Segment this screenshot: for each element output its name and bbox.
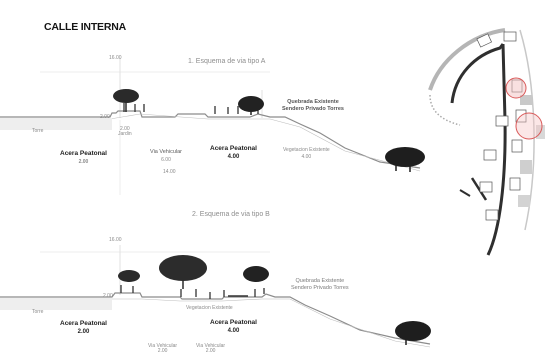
section-b-acera-left: Acera Peatonal 2.00 [60,320,107,335]
via-right-dim: 2.00 [205,348,216,354]
tree-canopy [118,270,140,282]
tree-canopy [238,96,264,112]
acera-left-label: Acera Peatonal [60,320,107,327]
acera-right-dim: 4.00 [227,153,240,160]
section-a-acera-right: Acera Peatonal 4.00 [210,145,257,160]
section-a-caption: 1. Esquema de via tipo A [188,58,266,65]
tree-canopy [159,255,207,281]
tree-canopy [243,266,269,282]
via-right-label: Via Vehicular [196,343,226,349]
quebrada-label: Quebrada Existente [287,99,339,105]
section-b-quebrada-note: Quebrada Existente Sendero Privado Torre… [291,278,349,291]
veg-dim: 4.00 [301,154,312,160]
acera-left-dim: 2.00 [78,158,89,165]
site-plan-map [428,28,545,256]
quebrada-label: Quebrada Existente [295,278,345,284]
section-a-total-width: 16.00 [109,55,122,61]
section-a-quebrada-note: Quebrada Existente Sendero Privado Torre… [282,99,344,112]
jardin-label: Jardin [118,131,132,137]
acera-left-dim: 2.00 [77,328,90,335]
section-a-acera-left: Acera Peatonal 2.00 [60,150,107,165]
section-b-total-width: 16.00 [109,237,122,243]
section-a-sub-dim: 14.00 [163,169,176,175]
jardin-dim: 2.00 [119,126,130,132]
section-b-ground-line [0,292,431,345]
section-a-torre-label: Torre [32,128,44,134]
section-b-via-left: Via Vehicular 2.00 [148,344,177,354]
section-b-figures [120,285,265,299]
section-a-veg: Vegetacion Existente 4.00 [283,148,330,160]
section-a-ground-line [0,110,421,169]
acera-right-label: Acera Peatonal [210,145,257,152]
via-dim: 6.00 [161,156,171,163]
section-b-via-right: Via Vehicular 2.00 [196,344,225,354]
section-a-figures [123,103,259,114]
highlight-circle [505,77,527,99]
via-label: Via Vehicular [150,149,183,155]
section-a-via: Via Vehicular 6.00 [150,149,183,163]
section-b-acera-right: Acera Peatonal 4.00 [210,319,257,334]
acera-right-dim: 4.00 [227,327,240,334]
section-a-jardin: 2.00 Jardin [118,127,132,137]
section-a-drawing [0,58,425,195]
section-a-dim-2: 2.00 [100,114,110,120]
tree-canopy [385,147,425,167]
acera-left-label: Acera Peatonal [60,150,107,157]
via-left-dim: 2.00 [157,348,168,354]
tree-canopy [113,89,139,103]
section-b-drawing [0,245,431,348]
section-b-caption: 2. Esquema de via tipo B [192,211,270,218]
sendero-label: Sendero Privado Torres [291,284,349,291]
veg-label: Vegetacion Existente [283,147,330,153]
page-title: CALLE INTERNA [44,21,126,33]
acera-right-label: Acera Peatonal [210,319,257,326]
tree-canopy [395,321,431,341]
highlight-circle [515,112,543,140]
section-b-torre-label: Torre [32,309,44,315]
section-b-veg: Vegetacion Existente [186,305,233,311]
section-b-dim-2: 2.00 [103,293,113,299]
sendero-label: Sendero Privado Torres [282,105,344,112]
via-left-label: Via Vehicular [148,343,178,349]
